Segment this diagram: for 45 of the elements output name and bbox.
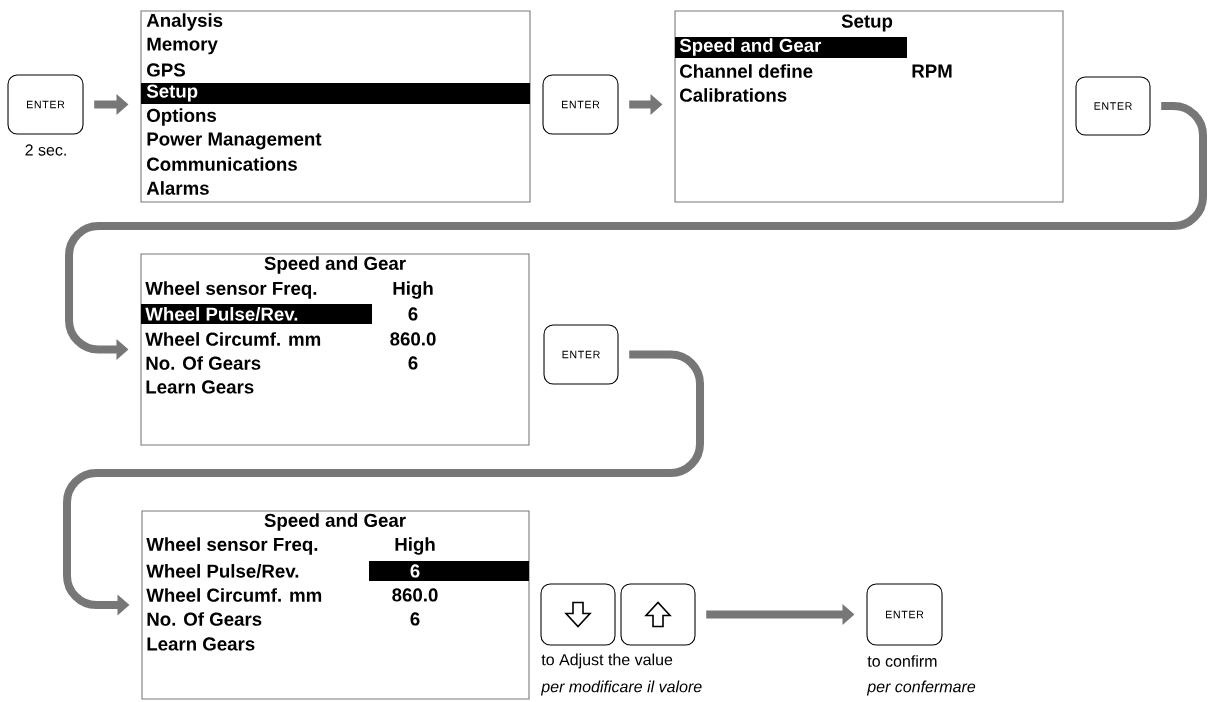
screen-title: Speed and Gear	[264, 256, 406, 274]
menu-item: Alarms	[146, 181, 209, 195]
menu-item: No. Of Gears	[147, 612, 262, 626]
down-arrow-key	[540, 583, 616, 646]
menu-item: GPS	[147, 63, 185, 77]
menu-item: Learn Gears	[146, 380, 254, 394]
menu-item: Analysis	[146, 13, 223, 31]
menu-item: RPM	[912, 64, 952, 78]
setting-value: 6	[410, 612, 420, 626]
menu-item: Wheel Circumf. mm	[146, 588, 322, 602]
screen-title: Setup	[841, 14, 893, 32]
enter-key: ENTER	[543, 324, 619, 385]
highlighted-item: Wheel Pulse/Rev.	[141, 304, 372, 324]
key-label: to confirm	[867, 655, 937, 667]
menu-item: Memory	[147, 37, 218, 55]
enter-key: ENTER	[1075, 76, 1151, 136]
menu-item: Wheel sensor Freq.	[145, 281, 317, 299]
highlighted-item: Setup	[141, 83, 530, 104]
key-label: to Adjust the value	[541, 653, 673, 669]
menu-item: Learn Gears	[147, 637, 255, 651]
menu-item: Wheel Pulse/Rev.	[146, 564, 299, 578]
highlighted-item: 6	[369, 561, 529, 581]
enter-key: ENTER	[7, 74, 84, 135]
menu-item: No. Of Gears	[146, 356, 261, 370]
enter-key: ENTER	[866, 583, 943, 646]
menu-item: Power Management	[147, 132, 322, 150]
menu-item: Options	[147, 108, 217, 126]
menu-item: Channel define	[680, 64, 813, 78]
enter-key: ENTER	[542, 74, 619, 135]
key-label: per modificare il valore	[540, 680, 702, 696]
menu-item: Calibrations	[680, 88, 787, 102]
setting-value: 6	[408, 307, 418, 321]
menu-item: Communications	[147, 157, 297, 171]
setting-value: 860.0	[392, 588, 438, 602]
screen-title: Speed and Gear	[264, 513, 406, 531]
setting-value: High	[395, 537, 435, 555]
key-label: 2 sec.	[25, 144, 66, 156]
menu-item: Wheel sensor Freq.	[146, 537, 318, 555]
setting-value: High	[393, 281, 433, 299]
key-label: per confermare	[866, 680, 976, 696]
setting-value: 860.0	[390, 332, 436, 346]
menu-item: Wheel Circumf. mm	[145, 332, 321, 346]
up-arrow-key	[620, 583, 696, 646]
highlighted-item: Speed and Gear	[675, 37, 907, 58]
setting-value: 6	[408, 356, 418, 370]
